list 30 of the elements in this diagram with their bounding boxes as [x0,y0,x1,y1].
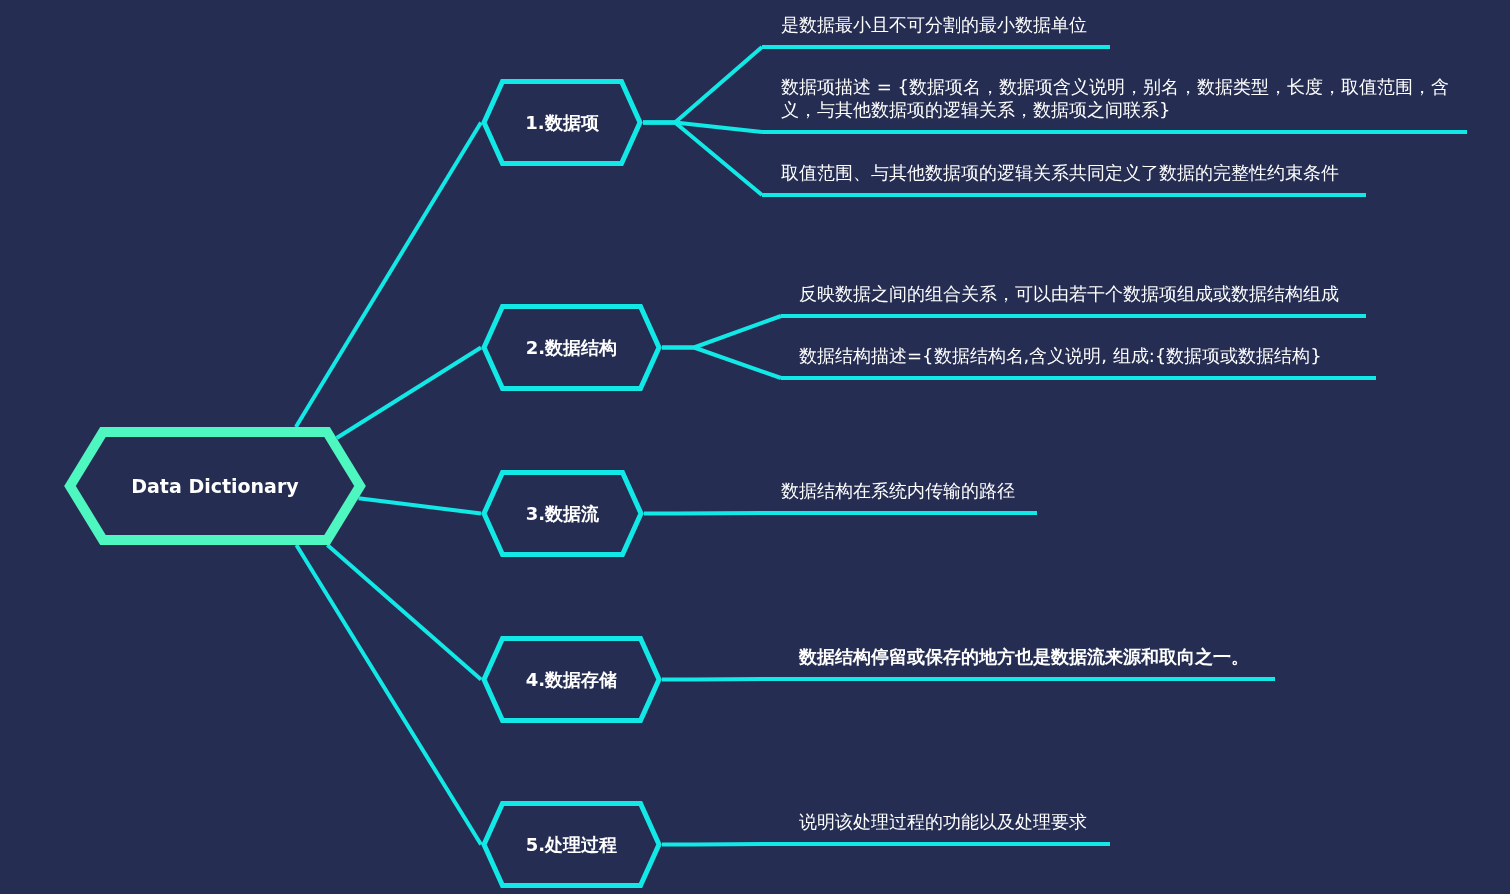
connector-line [662,842,781,847]
connector-line [294,543,483,846]
topic-hexagon [481,470,644,557]
central-topic-label: Data Dictionary [131,474,299,498]
topic-label: 1.数据项 [525,111,599,134]
connector-line [644,511,762,516]
topic-hexagon [481,79,643,166]
subtopic-text: 说明该处理过程的功能以及处理要求 [799,810,1088,833]
topic-label: 2.数据结构 [525,336,618,359]
connector-line [294,121,483,429]
connector-line [358,496,482,516]
central-hexagon [64,427,366,545]
topic-hexagon [481,636,662,723]
subtopic-text: 数据项描述 = {数据项名，数据项含义说明，别名，数据类型，长度，取值范围，含义，与其他数据项的逻辑关系，数据项之间联系} [781,75,1450,121]
connector-line [662,345,782,380]
subtopic-text: 取值范围、与其他数据项的逻辑关系共同定义了数据的完整性约束条件 [781,161,1340,184]
subtopic-text: 是数据最小且不可分割的最小数据单位 [781,13,1088,36]
topic-hexagon [481,801,662,888]
topic-hexagon [481,304,662,391]
connector-line [643,120,764,197]
connector-line [326,543,483,681]
connector-line [335,345,483,440]
subtopic-text: 数据结构在系统内传输的路径 [781,479,1016,502]
connector-line [662,677,781,682]
subtopic-text: 数据结构停留或保存的地方也是数据流来源和取向之一。 [799,645,1250,668]
topic-label: 3.数据流 [525,502,600,525]
subtopic-text: 数据结构描述={数据结构名,含义说明, 组成:{数据项或数据结构} [799,344,1323,367]
topic-label: 4.数据存储 [525,668,618,691]
topic-label: 5.处理过程 [525,833,618,856]
subtopic-text: 反映数据之间的组合关系，可以由若干个数据项组成或数据结构组成 [799,282,1340,305]
